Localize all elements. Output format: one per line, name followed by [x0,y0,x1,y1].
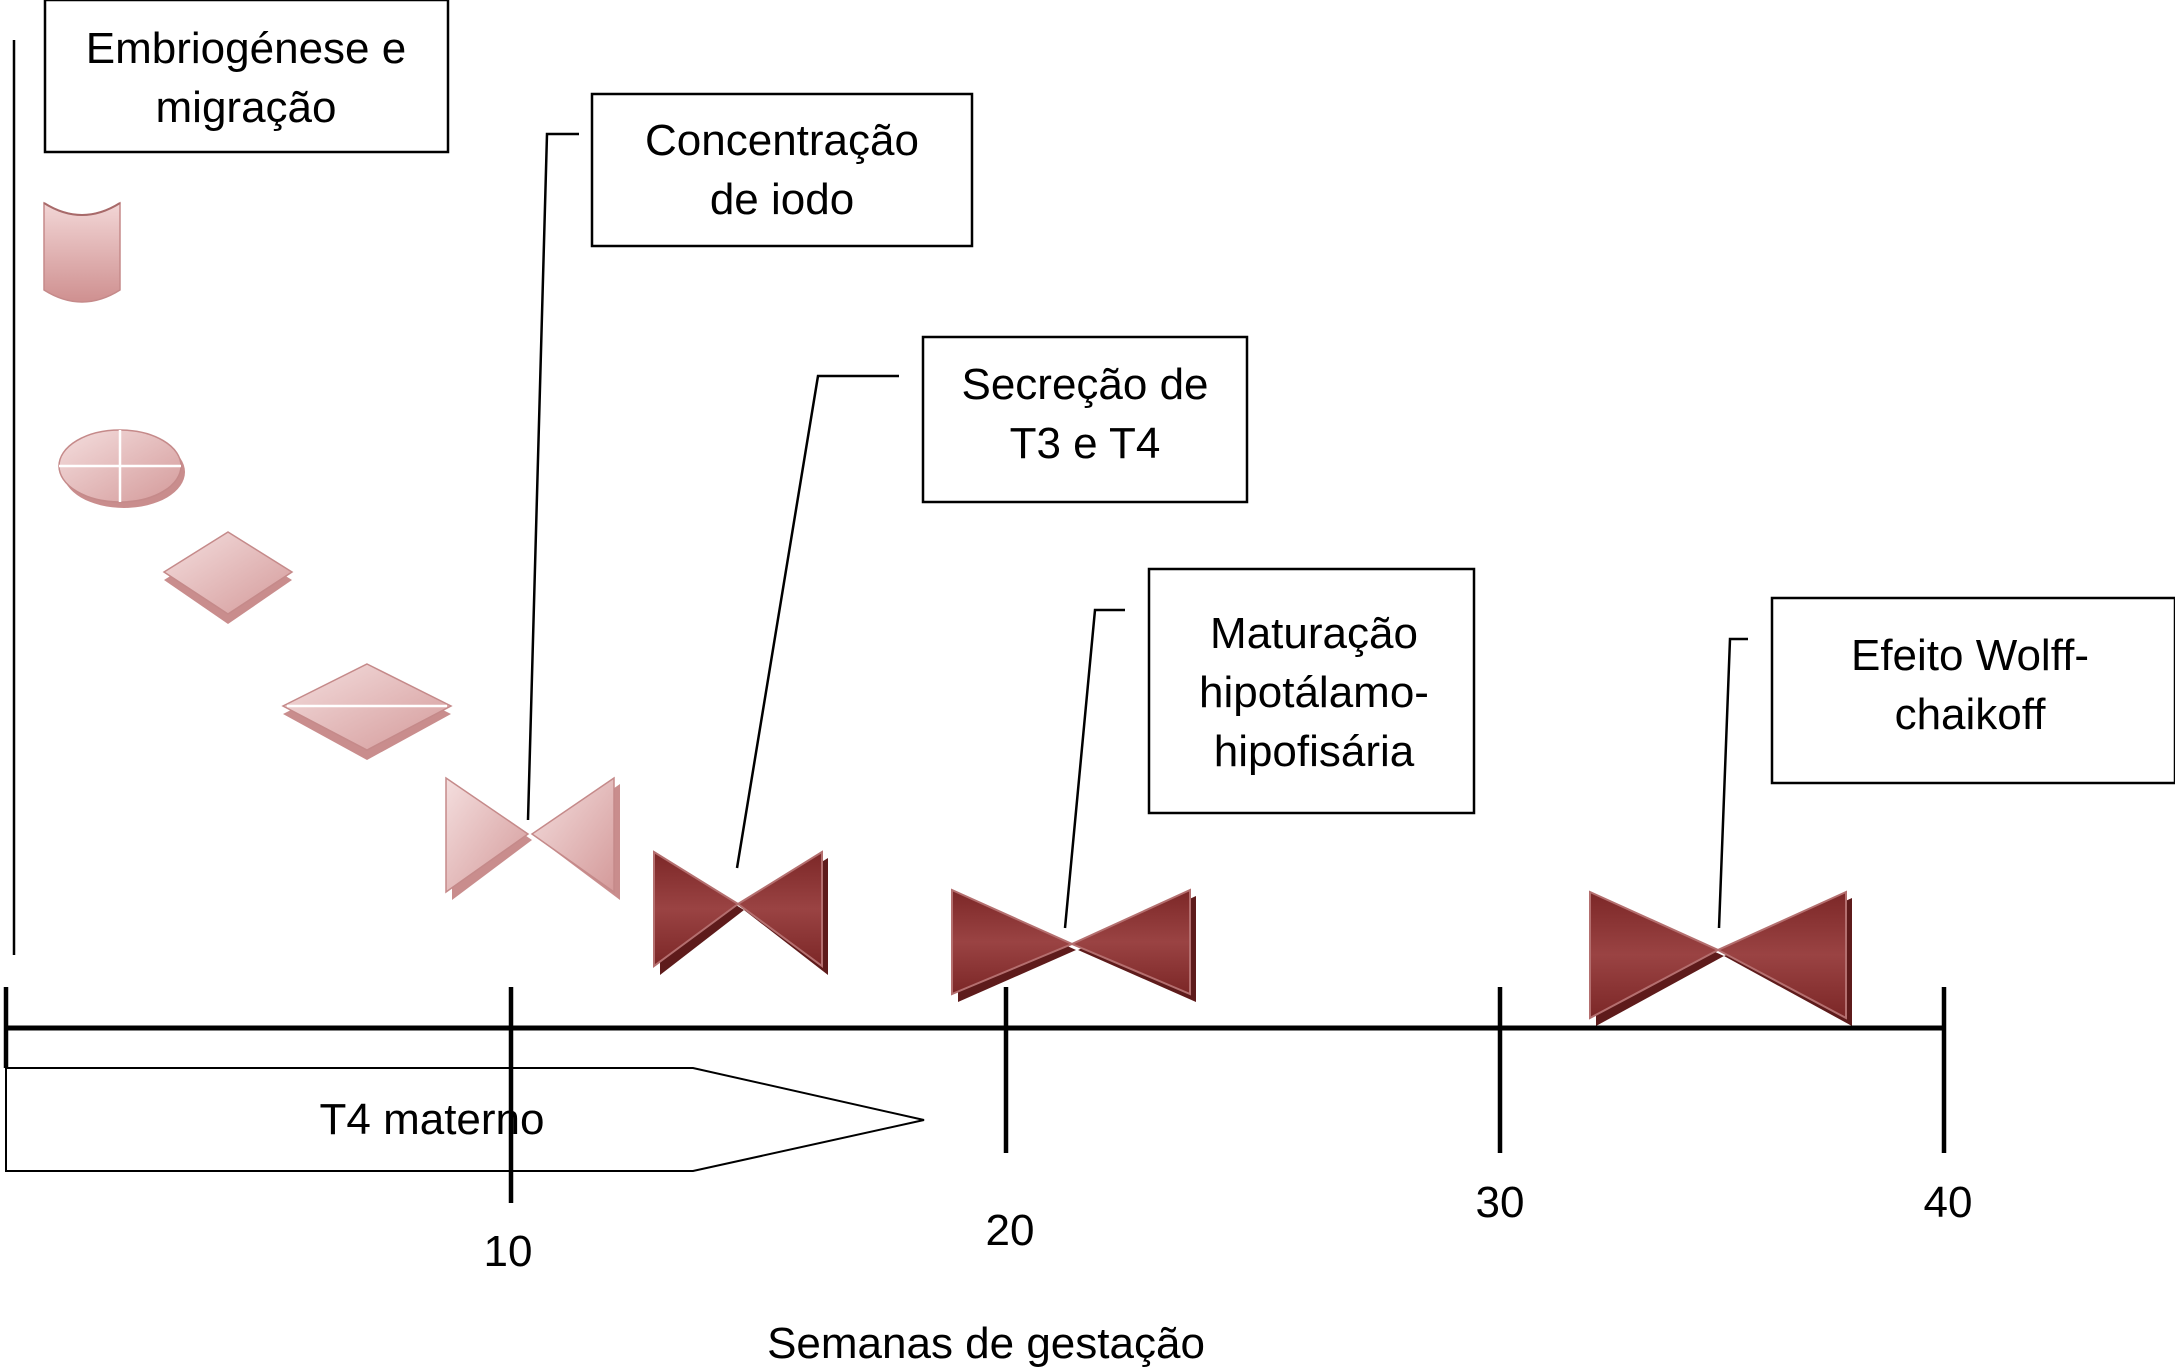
wolff-chaikoff-box: Efeito Wolff- chaikoff [1770,596,2175,785]
stage-light-bowtie-shape [445,776,620,900]
wolff-label-line1: Efeito Wolff- [1851,631,2089,680]
maternal-t4-label: T4 materno [320,1095,545,1144]
t3-t4-secretion-box: Secreção de T3 e T4 [921,335,1249,504]
stage-dark-bowtie-3-shape [1589,890,1852,1026]
maturation-label-line2: hipotálamo- [1199,668,1429,717]
embryogenesis-label-line2: migração [156,83,337,132]
stage-wide-diamond-shape [281,663,453,760]
stage-cylinder-shape [43,201,121,303]
x-tick-label-20: 20 [986,1206,1035,1255]
stage-dark-bowtie-2-shape [951,888,1196,1002]
embryogenesis-label-line1: Embriogénese e [86,24,406,73]
maternal-t4-arrow: T4 materno [5,1067,925,1172]
maturation-box: Maturação hipotálamo- hipofisária [1147,567,1476,815]
secretion-leader-line [735,374,899,869]
iodine-label-line1: Concentração [645,116,919,165]
maturation-leader-line [1063,608,1125,929]
embryogenesis-box: Embriogénese e migração [43,0,450,154]
iodine-leader-line [526,132,579,821]
x-tick-label-30: 30 [1476,1178,1525,1227]
x-tick-label-40: 40 [1924,1178,1973,1227]
x-tick-label-10: 10 [484,1227,533,1276]
iodine-concentration-box: Concentração de iodo [590,92,974,248]
maturation-label-line1: Maturação [1210,609,1418,658]
secretion-label-line1: Secreção de [961,360,1208,409]
wolff-leader-line [1717,637,1748,929]
stage-dark-bowtie-1-shape [653,850,828,975]
maturation-label-line3: hipofisária [1214,727,1415,776]
stage-small-diamond-shape [162,531,294,624]
x-axis-title: Semanas de gestação [767,1319,1205,1368]
stage-disc-shape [58,429,185,508]
wolff-label-line2: chaikoff [1895,690,2047,739]
secretion-label-line2: T3 e T4 [1010,419,1161,468]
iodine-label-line2: de iodo [710,175,854,224]
